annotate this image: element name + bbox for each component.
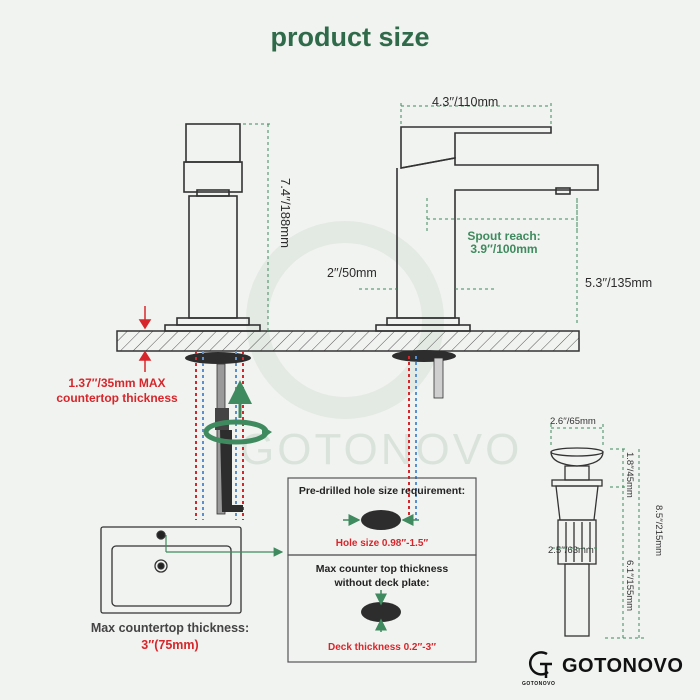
deck-icon: [361, 590, 401, 632]
countertop: [116, 330, 580, 352]
thickness-box-title-1: Max counter top thickness: [315, 563, 449, 575]
watermark-text: GOTONOVO: [240, 425, 523, 474]
hole-box-value: Hole size 0.98′′-1.5′′: [335, 538, 429, 549]
width-top-label: 4.3′′/110mm: [432, 95, 499, 109]
hole-box-title: Pre-drilled hole size requirement:: [298, 485, 466, 497]
max-countertop-value: 3′′(75mm): [141, 638, 199, 652]
faucet-side-view: [164, 123, 261, 332]
drain-assembly: [550, 447, 604, 637]
brand-logo-icon: [528, 651, 552, 678]
thickness-box-title-2: without deck plate:: [334, 577, 430, 589]
mounting-hardware: [185, 351, 272, 520]
spout-reach-value: 3.9′′/100mm: [470, 242, 538, 256]
thickness-box-value: Deck thickness 0.2′′-3′′: [328, 642, 436, 653]
watermark-logo: [246, 221, 444, 419]
max-countertop-note: Max countertop thickness: 3′′(75mm): [70, 620, 270, 654]
max-thickness-line2: countertop thickness: [56, 391, 178, 405]
right-mount-underside: [392, 350, 456, 520]
drain-total-height: 8.5′′/215mm: [653, 505, 664, 557]
faucet-front-view: [375, 126, 599, 332]
drain-cap-width: 2.6′′/65mm: [550, 416, 596, 427]
base-width-label: 2′′/50mm: [327, 266, 377, 280]
thickness-box: [287, 554, 477, 663]
drain-lower-height: 6.1′′/155mm: [624, 560, 635, 612]
drain-dimension-lines: [550, 424, 645, 639]
dimension-lines: [243, 103, 578, 331]
drain-cap-height: 1.8′′/45mm: [624, 452, 635, 498]
brand-logo-subtext: GOTONOVO: [522, 681, 556, 687]
brand-name: GOTONOVO: [562, 655, 684, 677]
thickness-arrows: [138, 306, 152, 372]
hole-icon: [343, 510, 419, 530]
spout-height-label: 5.3′′/135mm: [585, 276, 653, 290]
height-total-label: 7.4′′/188mm: [278, 178, 293, 248]
page-title: product size: [270, 22, 430, 52]
max-countertop-label: Max countertop thickness:: [90, 621, 250, 635]
drain-body-width: 2.5′′/63mm: [548, 545, 594, 556]
spout-reach-title: Spout reach:: [467, 229, 541, 243]
sink-top-view: [100, 526, 242, 614]
max-thickness-line1: 1.37′′/35mm MAX: [68, 376, 166, 390]
